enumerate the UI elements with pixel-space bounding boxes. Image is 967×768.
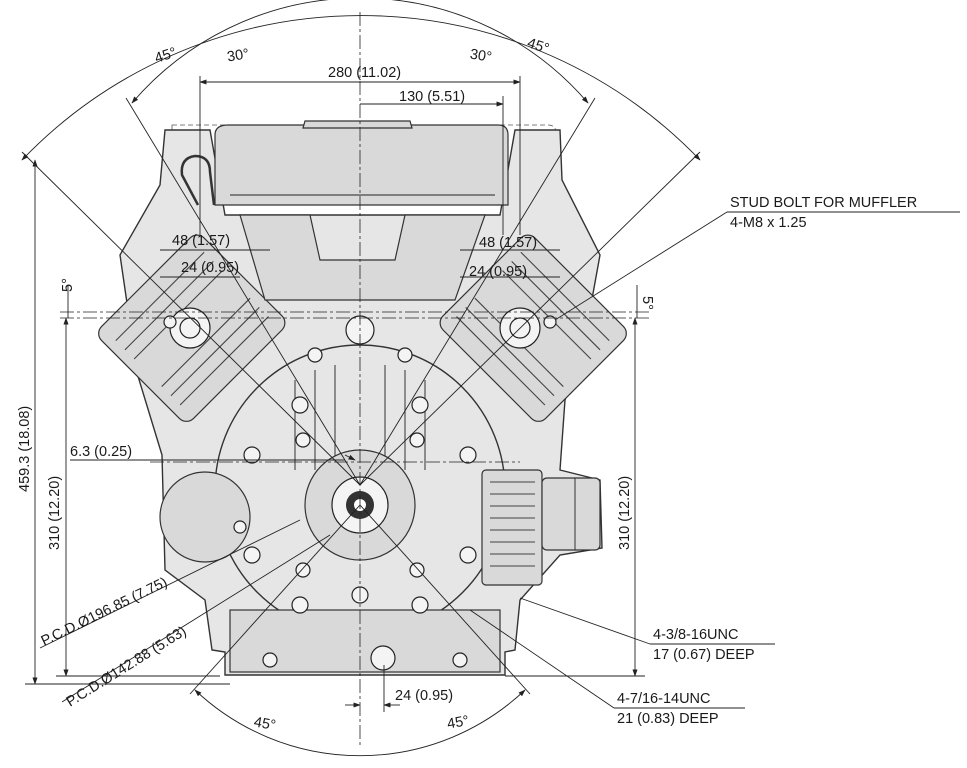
- width-48-right: 48 (1.57): [479, 235, 537, 251]
- top-shroud-cap: [302, 120, 413, 129]
- oil-filter: [541, 477, 601, 551]
- starter-motor: [159, 471, 251, 563]
- thread-38-spec: 4-3/8-16UNC: [653, 627, 738, 643]
- pcd-142: P.C.D.Ø142.88 (5.63): [64, 623, 190, 710]
- angle-bottom-left: 45°: [253, 714, 277, 734]
- height-310-left: 310 (12.20): [47, 476, 63, 550]
- center-lines: [60, 12, 650, 746]
- stud-dims: [160, 249, 560, 278]
- spark-plug-left-inner: [179, 317, 201, 339]
- angle-top-left-outer: 45°: [153, 45, 179, 67]
- angle-top-left-inner: 30°: [226, 46, 250, 65]
- angle-top-right-outer: 45°: [525, 35, 551, 57]
- thread-716-spec: 4-7/16-14UNC: [617, 691, 711, 707]
- drain-plug: [370, 645, 396, 671]
- angle-bottom-right: 45°: [446, 713, 470, 733]
- bottom-offset-dim: [345, 665, 400, 712]
- angle-5-right: 5°: [639, 296, 655, 310]
- height-310-right: 310 (12.20): [617, 476, 633, 550]
- width-24-bottom: 24 (0.95): [395, 688, 453, 704]
- offset-6-3: 6.3 (0.25): [70, 444, 132, 460]
- thread-38-depth: 17 (0.67) DEEP: [653, 647, 755, 663]
- pcd-leaders: [39, 519, 331, 703]
- angle-5-left: 5°: [60, 278, 76, 292]
- offset-dim: [70, 454, 356, 461]
- height-dims: [25, 159, 645, 685]
- pcd-142-holes: [295, 432, 425, 578]
- five-degree-marks: [67, 285, 638, 318]
- width-48-left: 48 (1.57): [172, 233, 230, 249]
- width-130: 130 (5.51): [399, 89, 465, 105]
- cover-ribs: [294, 365, 426, 470]
- top-angle-arcs: [21, 0, 701, 486]
- pcd-196: P.C.D.Ø196.85 (7.75): [39, 575, 170, 650]
- thread-716-depth: 21 (0.83) DEEP: [617, 711, 719, 727]
- intake-manifold: [239, 214, 486, 301]
- width-24-right: 24 (0.95): [469, 264, 527, 280]
- callout-leaders: [469, 211, 960, 709]
- width-24-left: 24 (0.95): [181, 260, 239, 276]
- engine-body: [98, 120, 627, 676]
- top-width-dims: [199, 76, 521, 235]
- top-shroud: [214, 124, 509, 206]
- pcd-196-holes: [243, 396, 477, 614]
- regulator-fin-lines: [490, 481, 535, 567]
- angle-top-right-inner: 30°: [469, 47, 493, 66]
- regulator-fins: [481, 469, 543, 586]
- width-280: 280 (11.02): [328, 65, 401, 81]
- bottom-angle-arc: [189, 504, 531, 757]
- muffler-stud-title: STUD BOLT FOR MUFFLER: [730, 195, 917, 211]
- muffler-stud-spec: 4-M8 x 1.25: [730, 215, 807, 231]
- height-459: 459.3 (18.08): [17, 406, 33, 492]
